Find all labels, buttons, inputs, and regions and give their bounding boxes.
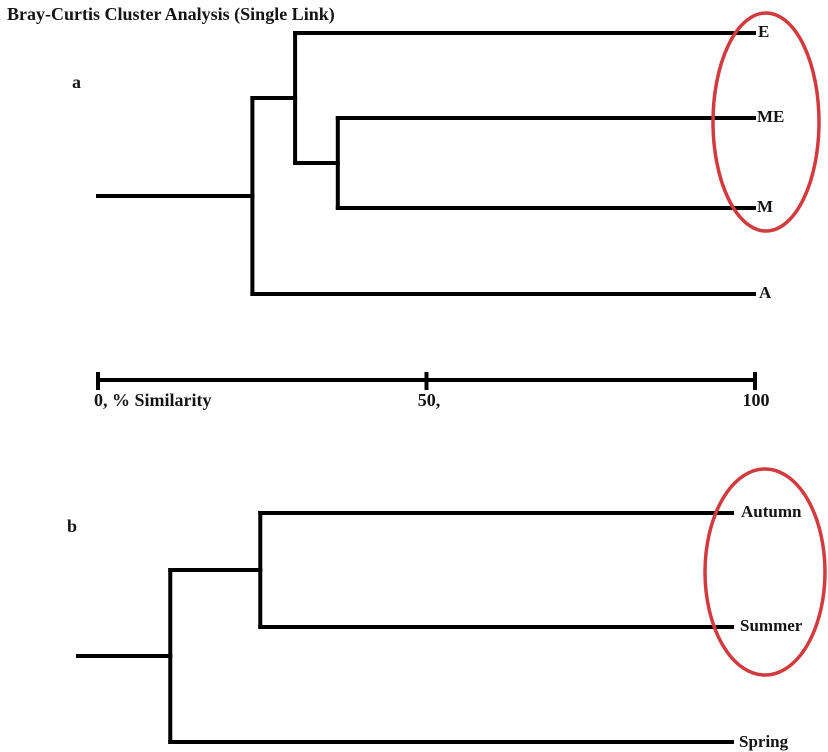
panel-a-letter: a (72, 72, 81, 92)
leaf-label-me: ME (757, 107, 785, 127)
axis-tick-label-100: 100 (742, 390, 770, 410)
leaf-label-e: E (758, 22, 770, 42)
leaf-label-spring: Spring (739, 732, 789, 752)
leaf-label-summer: Summer (740, 616, 803, 636)
figure-title: Bray-Curtis Cluster Analysis (Single Lin… (7, 4, 335, 24)
leaf-label-m: M (757, 197, 774, 217)
axis-tick-label-0: 0, % Similarity (94, 390, 212, 410)
leaf-label-a: A (759, 283, 772, 303)
axis-tick-label-50: 50, (417, 390, 441, 410)
panel-b-letter: b (67, 516, 78, 536)
leaf-label-autumn: Autumn (741, 502, 802, 522)
highlight-ellipse-b (703, 467, 827, 677)
highlight-ellipse-a (711, 11, 821, 233)
